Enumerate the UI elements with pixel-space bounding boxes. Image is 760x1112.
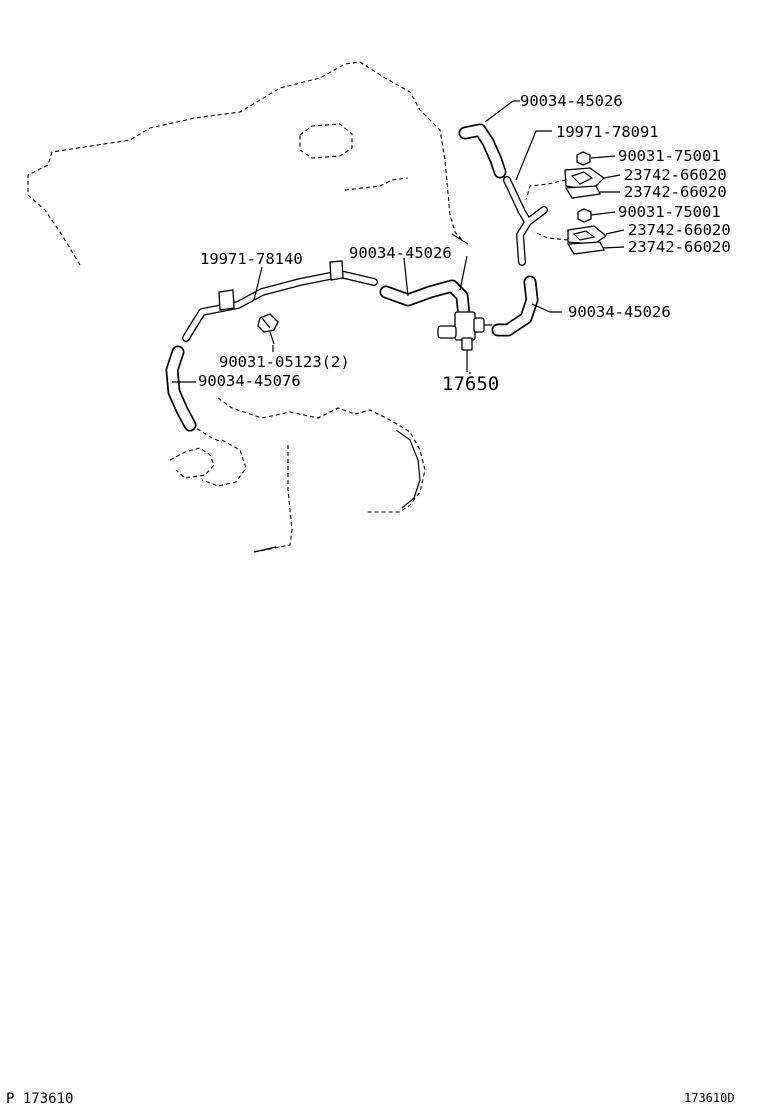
label-clamp-lower-b: 23742-66020	[628, 238, 731, 256]
label-clamp-lower-a: 23742-66020	[628, 221, 731, 239]
label-vsv: 17650	[442, 373, 499, 395]
label-hose-top: 90034-45026	[520, 92, 623, 110]
label-pipe-left: 19971-78140	[200, 250, 303, 268]
hose-90034-45076	[165, 345, 197, 432]
part-labels: 90034-45026 19971-78091 90031-75001 2374…	[198, 92, 731, 395]
label-nut-lower: 90031-75001	[618, 203, 721, 221]
label-nut-upper: 90031-75001	[618, 147, 721, 165]
label-hose-left: 90034-45076	[198, 372, 301, 390]
bolt-90031-05123	[257, 313, 279, 345]
clamp-assembly-lower	[533, 208, 608, 255]
figure-id: 173610D	[684, 1091, 735, 1105]
vsv-17650	[437, 311, 492, 372]
hose-90034-45026-mid	[379, 279, 471, 323]
clamp-assembly-upper	[525, 151, 606, 201]
hose-90034-45026-top	[458, 123, 507, 179]
label-hose-mid: 90034-45026	[349, 244, 452, 262]
label-pipe-top: 19971-78091	[556, 123, 659, 141]
engine-outline	[27, 61, 463, 553]
label-clamp-upper-b: 23742-66020	[624, 183, 727, 201]
label-clamp-upper-a: 23742-66020	[624, 166, 727, 184]
pipe-19971-78140	[182, 260, 378, 342]
label-hose-right: 90034-45026	[568, 303, 671, 321]
leader-lines	[172, 100, 625, 383]
label-bolt: 90031-05123(2)	[219, 353, 350, 371]
page-reference: P 173610	[6, 1091, 73, 1107]
hose-90034-45026-right	[491, 275, 539, 337]
pipe-19971-78091	[503, 176, 548, 266]
